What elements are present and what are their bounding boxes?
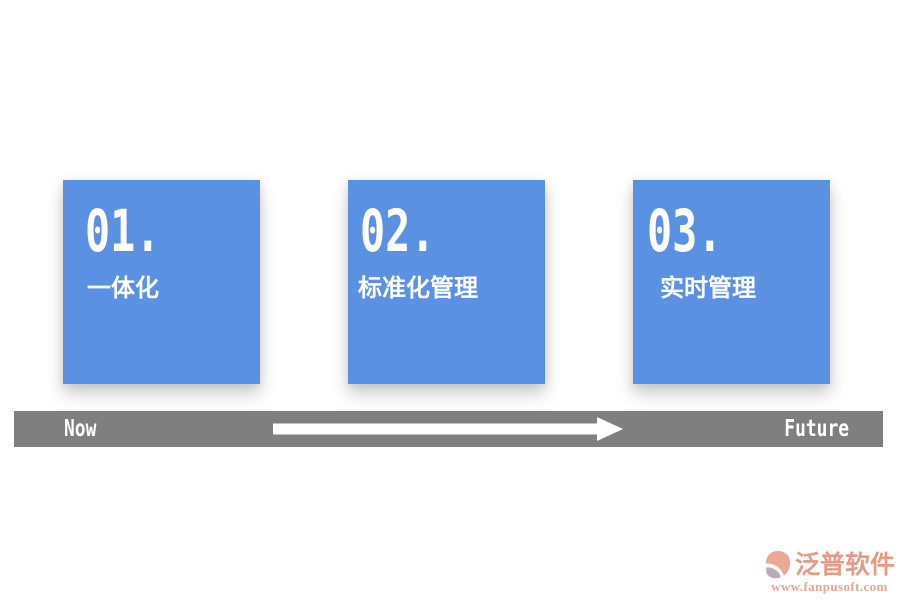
step-card-2: 02. 标准化管理 — [348, 180, 545, 384]
timeline-now-label: Now — [64, 416, 97, 442]
step-label: 实时管理 — [660, 274, 756, 302]
fanpu-logo-row: 泛普软件 — [762, 549, 897, 580]
step-label: 标准化管理 — [358, 274, 478, 302]
step-number: 02. — [360, 197, 436, 265]
fanpu-logo: 泛普软件 www.fanpusoft.com — [762, 549, 897, 595]
timeline-future-label: Future — [784, 416, 849, 442]
fanpu-swoosh-icon — [765, 550, 791, 579]
timeline-bar: Now Future — [14, 411, 883, 447]
step-card-1: 01. 一体化 — [63, 180, 260, 384]
logo-company-name: 泛普软件 — [795, 549, 896, 579]
step-label: 一体化 — [87, 274, 159, 302]
step-number: 03. — [647, 197, 723, 265]
step-number: 01. — [85, 197, 161, 265]
arrow-right-icon — [273, 417, 623, 441]
logo-website-url: www.fanpusoft.com — [771, 579, 888, 594]
step-card-3: 03. 实时管理 — [633, 180, 830, 384]
